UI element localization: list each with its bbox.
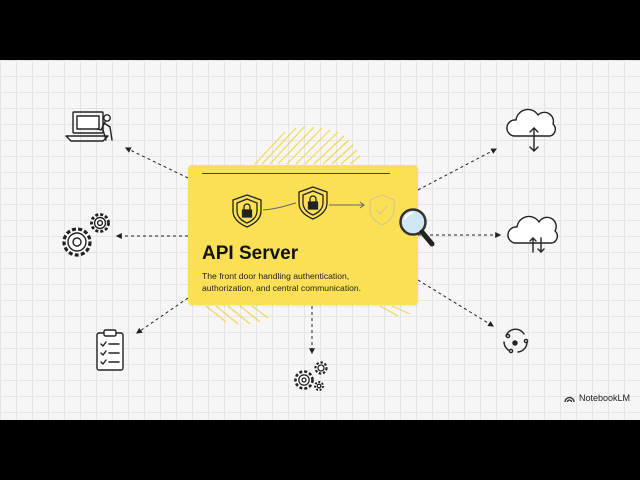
- connector-cloud-sync: [417, 148, 498, 191]
- card-icons: [232, 186, 395, 228]
- scribble-bottom: [205, 305, 411, 325]
- card-divider: [202, 173, 390, 174]
- shield-connectors: [262, 201, 365, 211]
- laptop-user-icon: [65, 111, 113, 142]
- notebooklm-brand: NotebookLM: [564, 393, 630, 403]
- notebooklm-logo-icon: [564, 396, 575, 402]
- scribble-top: [254, 125, 361, 165]
- gears-icon: [62, 213, 110, 257]
- cycle-icon: [503, 328, 529, 354]
- card-description: The front door handling authentication, …: [202, 271, 362, 293]
- shield-lock-icon: [232, 194, 262, 228]
- magnifier-icon: [399, 208, 435, 247]
- gears-small-icon: [294, 361, 328, 391]
- slide-canvas: API Server The front door handling authe…: [0, 60, 640, 420]
- api-server-card: API Server The front door handling authe…: [188, 165, 418, 305]
- shield-faded-icon: [369, 194, 395, 226]
- connector-clipboard: [136, 297, 189, 334]
- connector-laptop: [124, 147, 189, 179]
- card-title: API Server: [202, 243, 299, 264]
- diagram-svg: [62, 108, 558, 391]
- shield-lock-icon: [298, 186, 328, 220]
- connector-cycle: [417, 279, 495, 327]
- cloud-transfer-icon: [507, 215, 558, 253]
- brand-name: NotebookLM: [578, 393, 630, 403]
- cloud-sync-icon: [506, 108, 556, 152]
- clipboard-checklist-icon: [96, 329, 124, 371]
